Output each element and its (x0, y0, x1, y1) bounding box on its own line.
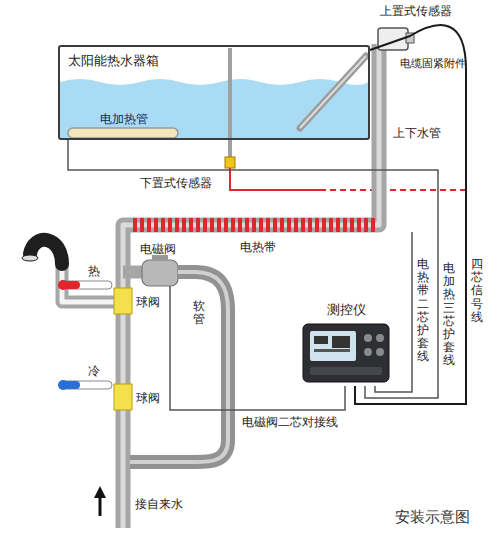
valve-label: 球阀 (136, 391, 160, 405)
pipe-label: 上下水管 (393, 126, 441, 140)
controller-box: 测控仪 (300, 302, 392, 386)
controller-device (300, 322, 392, 384)
heat-band-label: 电热带 (240, 240, 276, 254)
node-title: 测控仪 (300, 302, 392, 322)
sensor-label: 下置式传感器 (140, 176, 212, 190)
valve-label: 球阀 (136, 295, 160, 309)
fixing-label: 电缆固紧附件 (400, 57, 466, 70)
wire-label: 电热带二芯护套线 (417, 258, 429, 364)
cable-connector (68, 140, 438, 398)
heater-label: 电加热管 (100, 112, 148, 126)
cable-label: 电加热三芯护套线 (443, 262, 455, 368)
sensor-label: 上置式传感器 (380, 4, 452, 18)
inlet-label: 接自来水 (135, 497, 183, 511)
hose-label: 软管 (193, 300, 205, 326)
caption: 安装示意图 (395, 508, 470, 526)
cold-label: 冷 (88, 364, 100, 378)
node-title: 太阳能热水器箱 (68, 53, 360, 69)
hot-label: 热 (88, 264, 100, 278)
wire-label: 电磁阀二芯对接线 (242, 415, 338, 429)
cable-label: 四芯信号线 (471, 258, 483, 324)
valve-label: 电磁阀 (140, 242, 176, 256)
water-tank: 太阳能热水器箱 (58, 45, 370, 140)
